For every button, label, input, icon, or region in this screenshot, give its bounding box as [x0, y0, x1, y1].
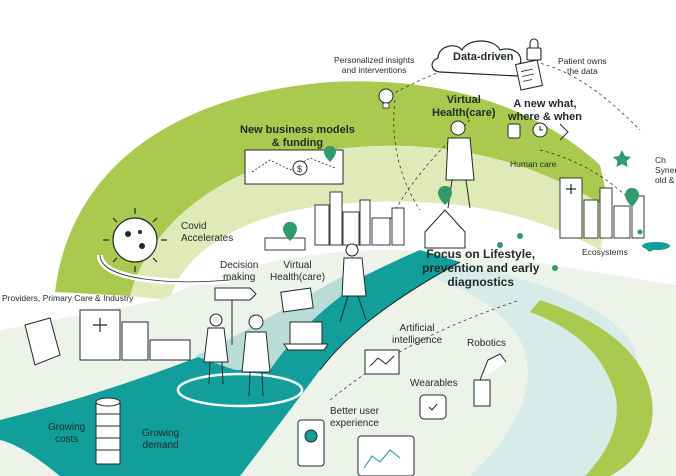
data-driven-label: Data-driven — [453, 51, 514, 63]
left-hospital-cross — [93, 318, 107, 332]
laptop-icon — [283, 321, 329, 351]
dashed-connectors — [389, 61, 641, 221]
phone-icon — [297, 419, 325, 467]
wearable-watch-icon — [419, 394, 447, 420]
location-pin-icon — [283, 146, 639, 241]
house-icon — [424, 209, 466, 249]
road-edge-line-2 — [329, 299, 521, 401]
left-hospital — [24, 309, 191, 366]
person-doctor — [203, 313, 229, 385]
person-patient — [241, 314, 271, 397]
new-what-where-when-label: A new what,where & when — [508, 98, 582, 123]
right-swoosh — [420, 260, 640, 476]
ecosystems-label: Ecosystems — [582, 247, 628, 257]
robot-arm-icon — [473, 353, 507, 407]
city-skyline — [264, 191, 405, 251]
svg-text:$: $ — [297, 164, 302, 174]
document-icon — [514, 59, 544, 91]
new-business-models-label: New business models& funding — [240, 124, 355, 149]
ecosystem-disc — [642, 242, 670, 250]
wearables-label: Wearables — [410, 378, 458, 389]
teal-road-light — [195, 275, 360, 370]
ai-screen-icon — [364, 349, 400, 375]
hospital-cross — [566, 184, 576, 194]
covid-arrow-outline — [99, 254, 231, 283]
coin-stack-icon — [95, 397, 121, 465]
right-skyline — [559, 177, 645, 239]
decision-signpost — [214, 287, 257, 345]
dollar-coin-icon: $ — [292, 160, 308, 176]
robotics-label: Robotics — [467, 338, 506, 349]
tablet-icon — [357, 435, 415, 476]
lightbulb-icon — [378, 88, 394, 109]
synergy-label-cropped: ChSynergold & n — [655, 155, 676, 185]
right-swoosh-edge — [530, 300, 653, 476]
person-walking — [339, 243, 367, 323]
what-where-when-icons — [507, 122, 569, 141]
virus-icon — [103, 208, 167, 272]
lock-icon — [526, 38, 542, 61]
star-icon — [613, 150, 631, 167]
road-edge-line — [319, 261, 461, 371]
human-care-label: Human care — [510, 159, 557, 169]
green-arc — [55, 81, 610, 296]
virtual-health-card — [280, 287, 314, 313]
providers-label: Providers, Primary Care & Industry — [2, 293, 134, 303]
platform-ellipse — [176, 372, 304, 408]
